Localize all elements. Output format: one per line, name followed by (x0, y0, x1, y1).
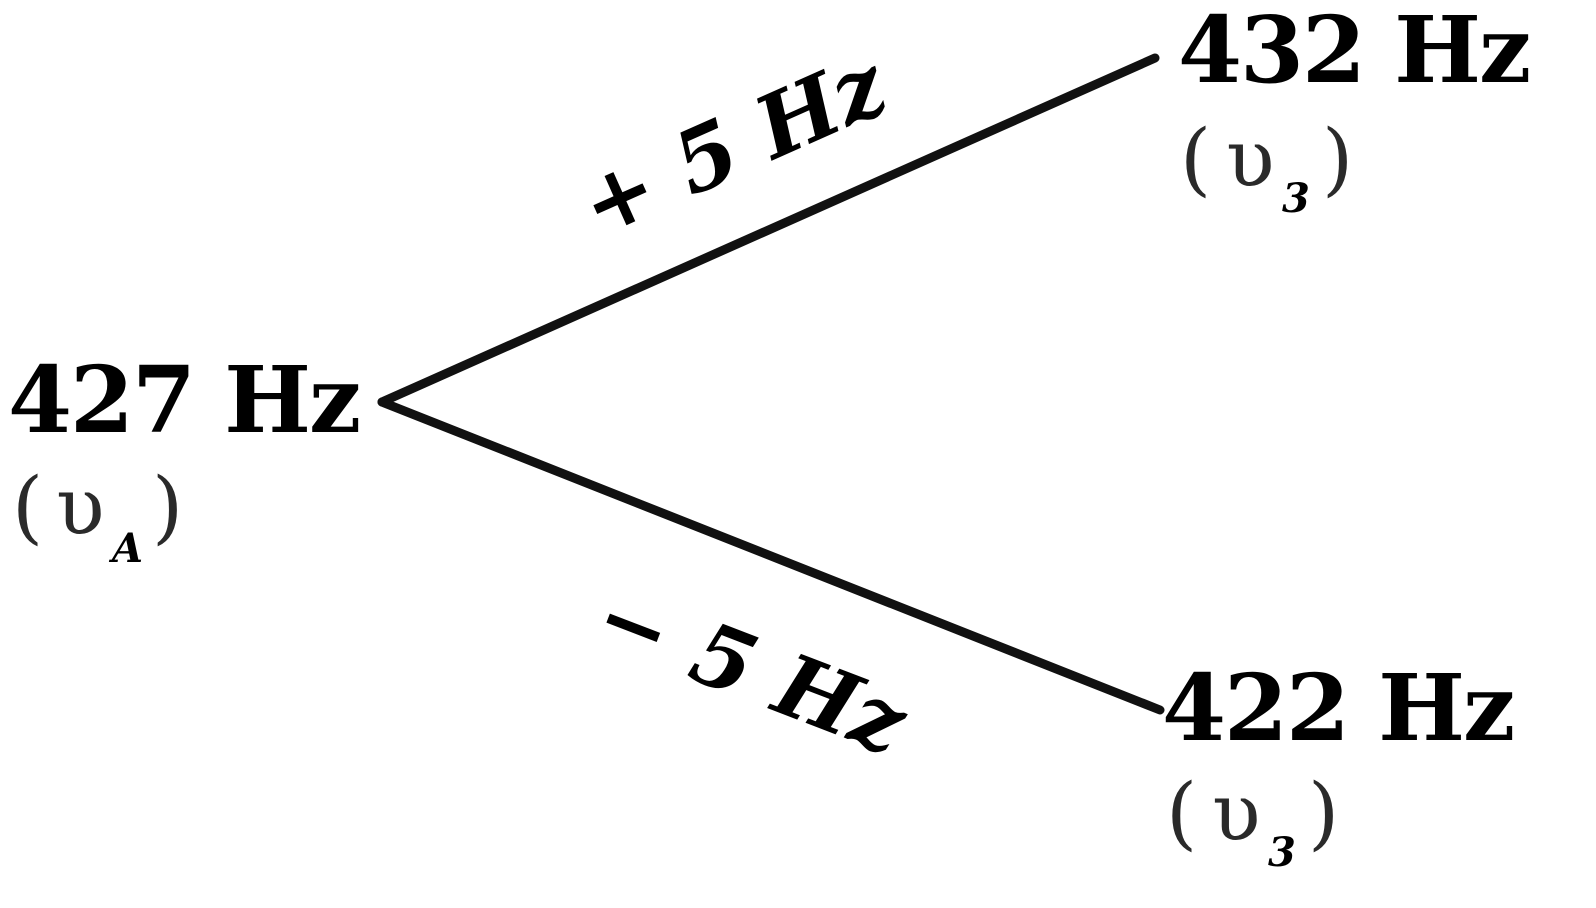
upper-open-paren: ( (1180, 112, 1211, 205)
upper-node: 432 Hz ( υ 3 ) (1178, 0, 1531, 222)
lower-subscript: 3 (1268, 829, 1296, 876)
lower-frequency: 422 Hz (1162, 654, 1513, 762)
upper-branch-line (377, 53, 1160, 407)
source-open-paren: ( (12, 460, 43, 553)
upper-close-paren: ) (1322, 112, 1353, 205)
lower-open-paren: ( (1166, 766, 1197, 859)
upper-subscript: 3 (1282, 175, 1310, 222)
lower-symbol: ( υ 3 ) (1166, 766, 1339, 876)
source-upsilon: υ (56, 460, 105, 553)
lower-upsilon: υ (1212, 766, 1261, 859)
upper-edge-label: + 5 Hz (565, 33, 902, 257)
source-subscript: A (108, 525, 143, 572)
lower-branch-line (377, 397, 1165, 715)
upper-symbol: ( υ 3 ) (1180, 112, 1353, 222)
upper-frequency: 432 Hz (1178, 0, 1529, 104)
source-node: 427 Hz ( υ A ) (8, 346, 361, 572)
source-close-paren: ) (152, 460, 183, 553)
upper-upsilon: υ (1226, 112, 1275, 205)
source-symbol: ( υ A ) (12, 460, 183, 572)
source-frequency: 427 Hz (8, 346, 359, 454)
lower-node: 422 Hz ( υ 3 ) (1162, 654, 1515, 876)
lower-close-paren: ) (1308, 766, 1339, 859)
